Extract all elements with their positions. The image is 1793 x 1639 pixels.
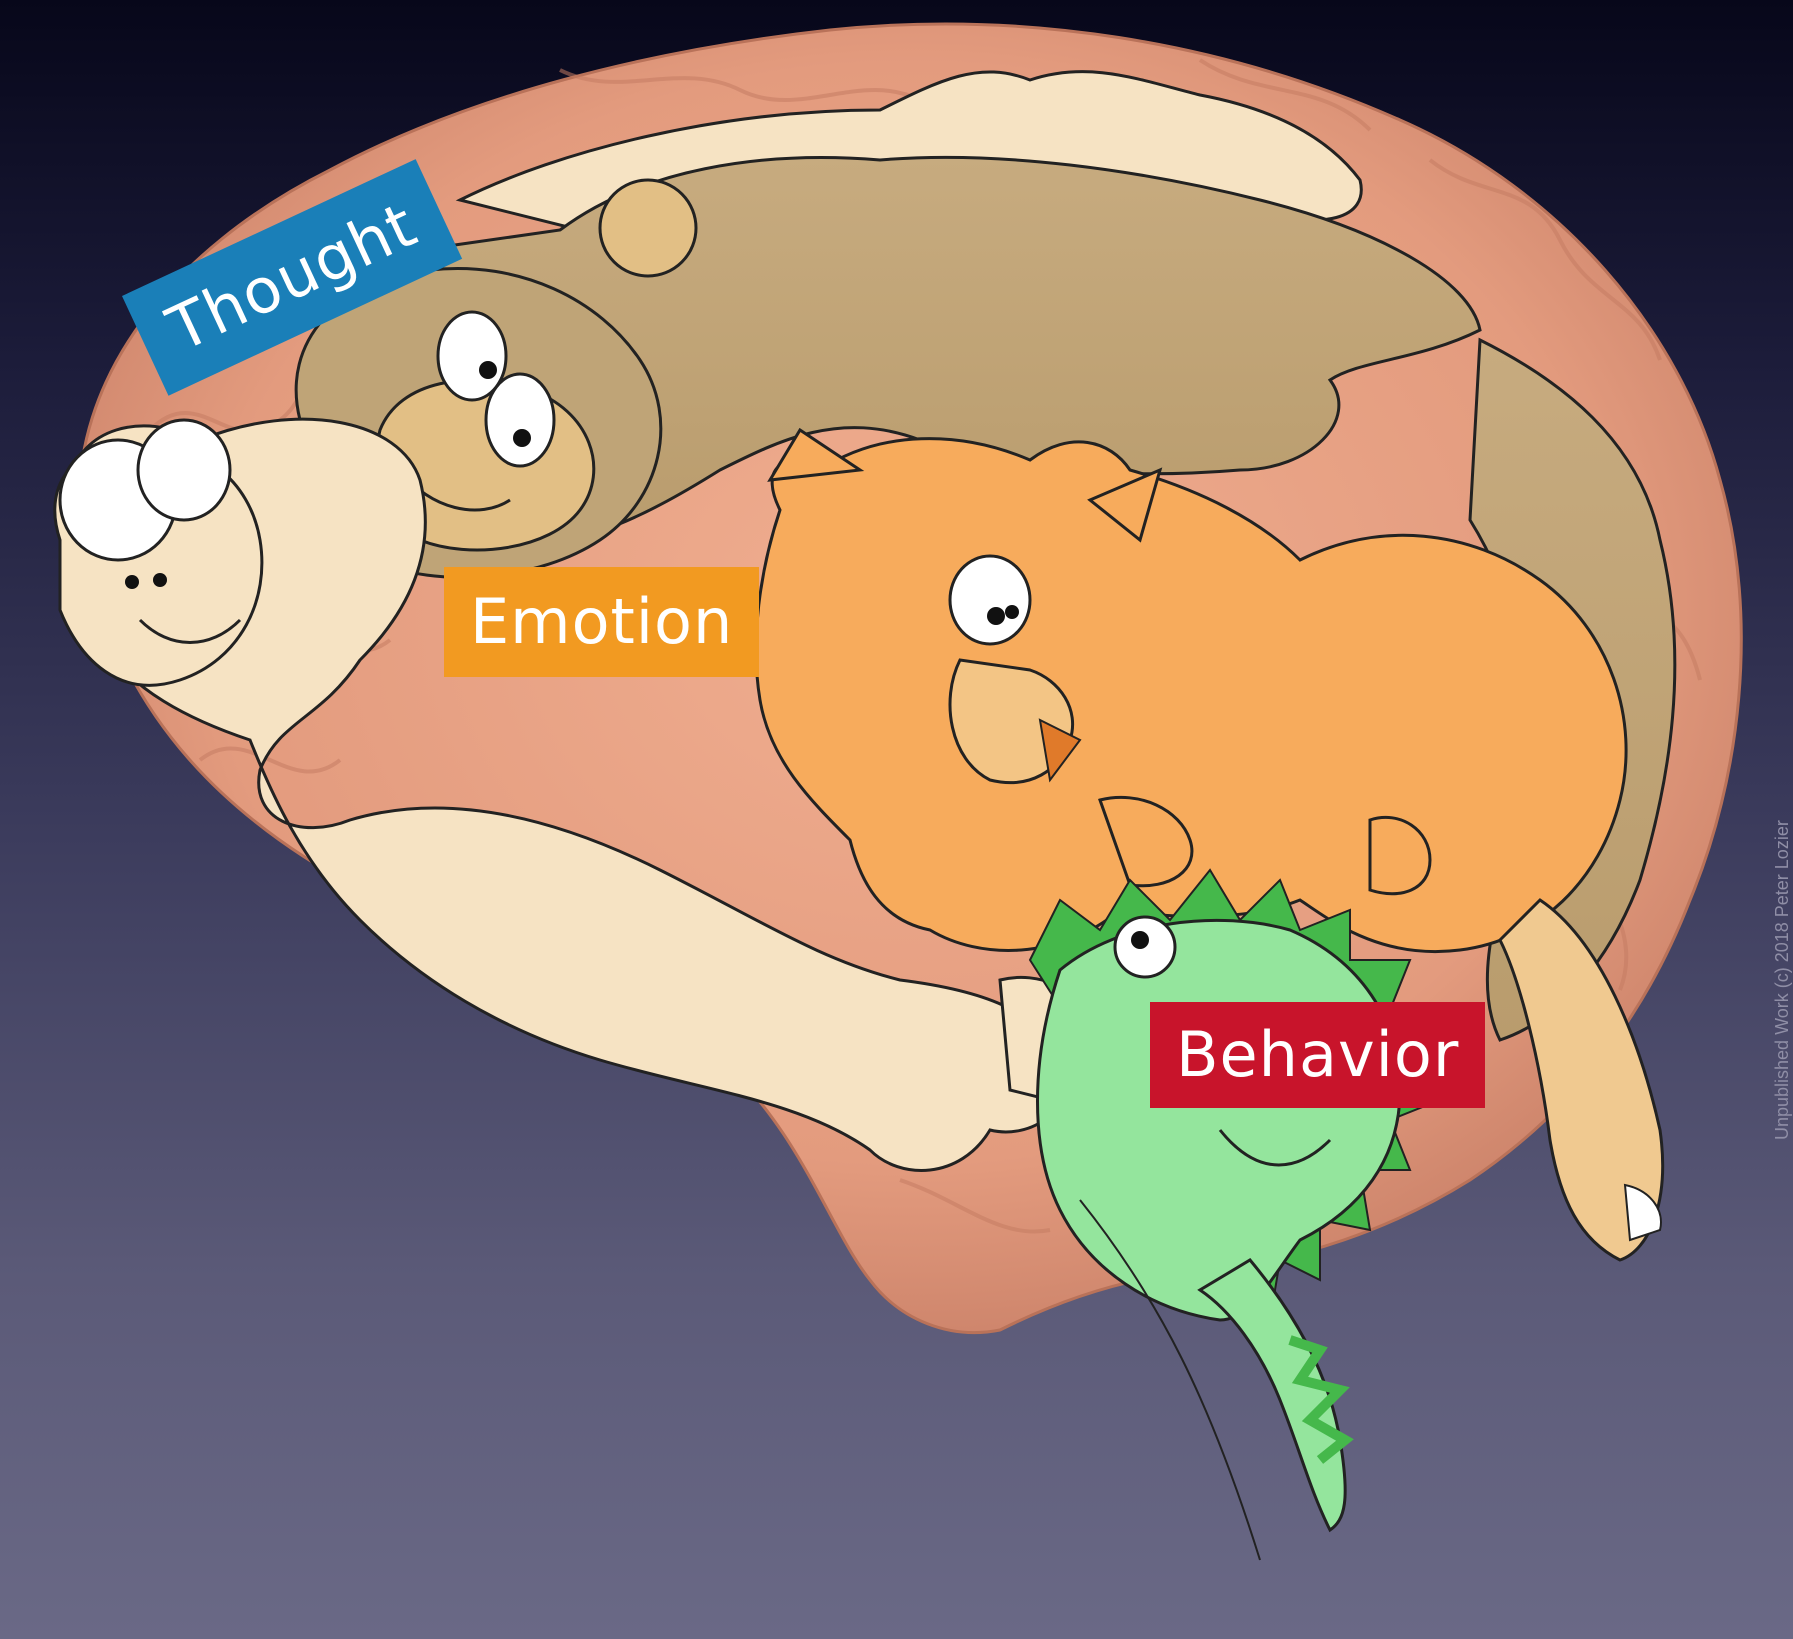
- behavior-label: Behavior: [1150, 1002, 1485, 1108]
- copyright-watermark: Unpublished Work (c) 2018 Peter Lozier: [1772, 820, 1793, 1140]
- emotion-label: Emotion: [444, 567, 759, 677]
